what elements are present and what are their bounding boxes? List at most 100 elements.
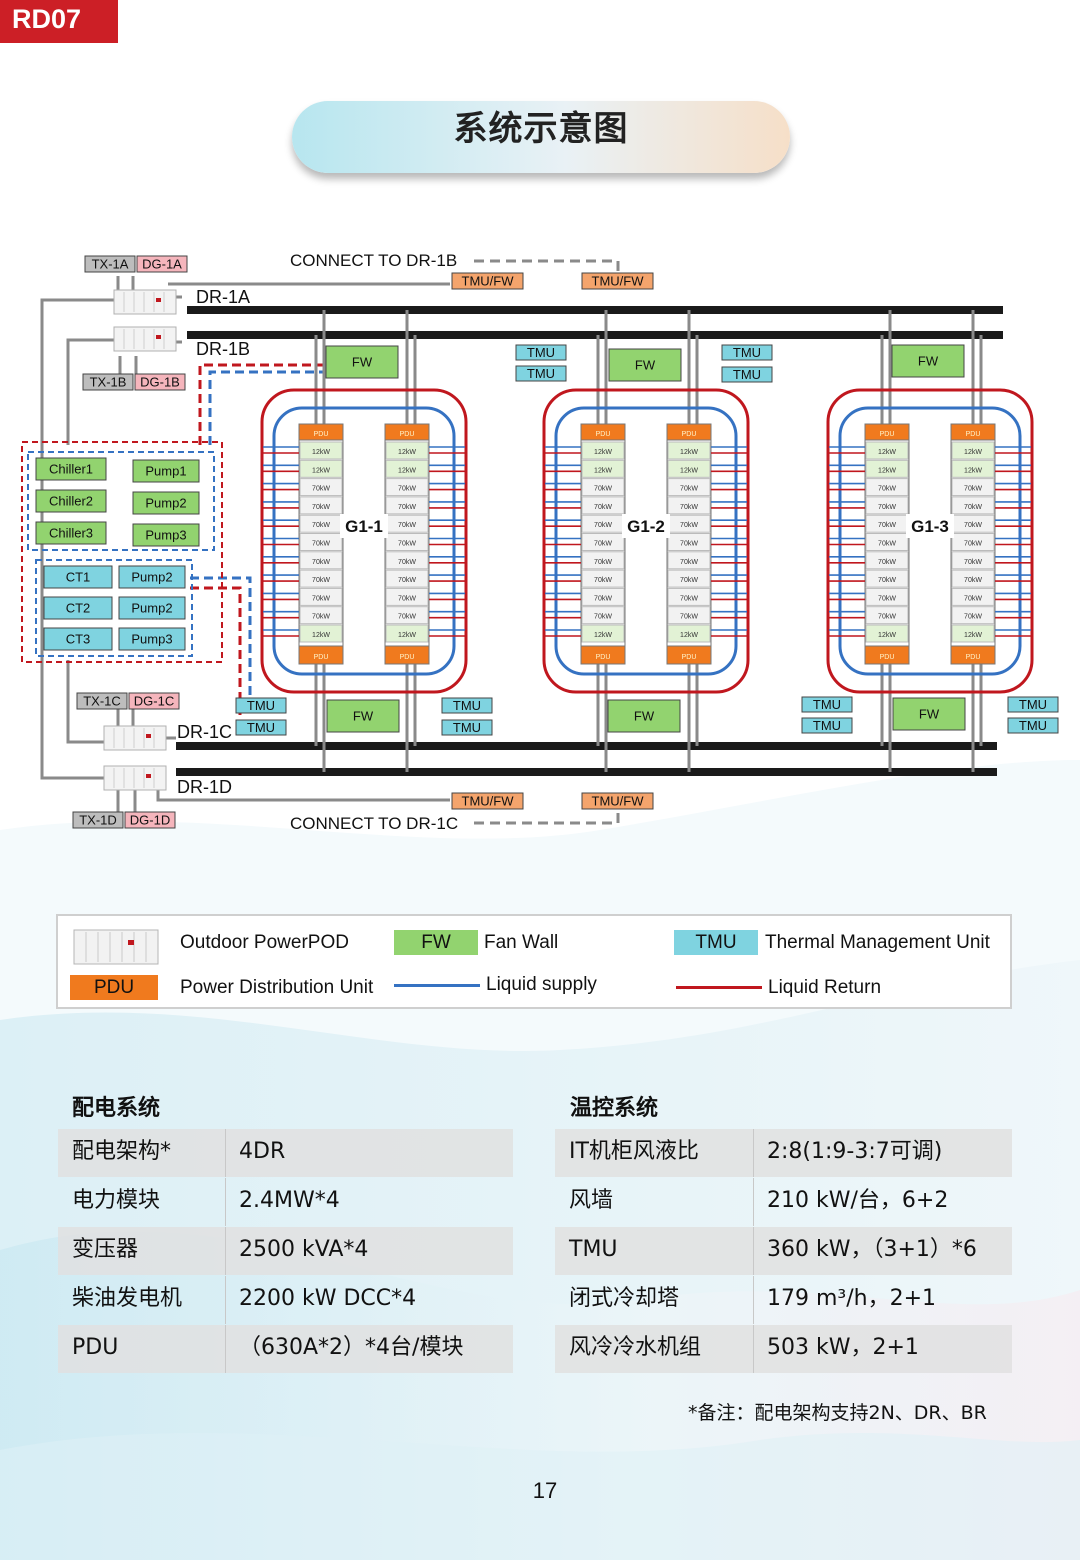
rack-cell-label: 70kW: [594, 541, 612, 548]
pdu-cell-label: PDU: [400, 654, 415, 661]
rack-cell: [951, 478, 995, 497]
row-divider: [753, 1276, 754, 1324]
power-row: PDU（630A*2）*4台/模块: [58, 1325, 513, 1373]
powerpod-icon: [113, 289, 177, 315]
pdu-cell-label: PDU: [400, 431, 415, 438]
dg-tag: [134, 373, 186, 391]
pdu-cell: [298, 645, 344, 665]
rack-cell-label: 70kW: [398, 595, 416, 602]
row-divider: [225, 1325, 226, 1373]
rack-cell-label: 70kW: [312, 541, 330, 548]
tmu-box: [1007, 696, 1059, 713]
power-row-label: 电力模块: [72, 1188, 161, 1213]
rack-cell-label: 70kW: [878, 577, 896, 584]
ct-pump-box-label: Pump2: [131, 570, 172, 585]
rack-cell-label: 12kW: [964, 467, 982, 474]
rack-cell-label: 70kW: [964, 504, 982, 511]
row-divider: [225, 1178, 226, 1226]
power-row-value: 2200 kW DCC*4: [239, 1286, 417, 1311]
tx-tag-label: TX-1D: [79, 813, 117, 828]
rack-cell: [581, 587, 625, 606]
rack-cell: [299, 533, 343, 551]
fan-wall-top: [608, 348, 682, 382]
legend-return-line: [676, 986, 762, 989]
rack-cell: [951, 533, 995, 551]
rack-cell: [667, 551, 711, 570]
legend-supply-label: Liquid supply: [486, 974, 597, 995]
power-row-label: 配电架构*: [72, 1139, 172, 1164]
rack-cell-label: 70kW: [878, 522, 896, 529]
chiller-box-label: Chiller1: [49, 462, 93, 477]
thermal-row-value: 179 m³/h，2+1: [767, 1286, 937, 1311]
group-label: G1-1: [345, 517, 383, 536]
rack-cell-label: 70kW: [878, 559, 896, 566]
thermal-row-value: 503 kW，2+1: [767, 1335, 919, 1360]
ct-pump-box-label: Pump3: [131, 632, 172, 647]
rack-cell-label: 12kW: [680, 449, 698, 456]
rack-cell-label: 70kW: [398, 504, 416, 511]
ct-box: [43, 565, 113, 589]
rack-cell: [581, 569, 625, 588]
rack-column: PDU12kW12kW70kW70kW70kW70kW70kW70kW70kW7…: [545, 423, 626, 665]
rack-cell-label: 70kW: [680, 577, 698, 584]
fan-wall-bottom: [326, 699, 400, 733]
legend-tmu-label: Thermal Management Unit: [765, 932, 990, 953]
tmu-box: [235, 697, 287, 714]
tmu-box-label: TMU: [453, 720, 481, 735]
pdu-cell: [864, 645, 910, 665]
rack-cell-label: 12kW: [878, 467, 896, 474]
rack-cell-label: 12kW: [878, 449, 896, 456]
rack-cell-label: 70kW: [964, 541, 982, 548]
dg-tag-label: DG-1A: [142, 257, 182, 272]
tmu-box-label: TMU: [453, 698, 481, 713]
row-divider: [753, 1129, 754, 1177]
rack-column: PDU12kW12kW70kW70kW70kW70kW70kW70kW70kW7…: [950, 423, 1031, 665]
chiller-box: [35, 457, 107, 481]
tx-tag-label: TX-1C: [83, 694, 121, 709]
rack-cell: [865, 441, 909, 460]
connect-bottom-label: CONNECT TO DR-1C: [290, 814, 458, 833]
dg-tag: [128, 692, 180, 710]
rack-cell: [385, 496, 429, 515]
rack-cell-label: 70kW: [398, 577, 416, 584]
fan-wall-bottom-label: FW: [353, 709, 374, 724]
tmu-fw-tag-label: TMU/FW: [462, 274, 515, 289]
dr-label: DR-1B: [196, 339, 250, 359]
pdu-cell: [580, 423, 626, 441]
rack-cell-label: 12kW: [312, 467, 330, 474]
tx-tag: [76, 692, 128, 710]
rack-cell: [581, 478, 625, 497]
rack-cell: [951, 551, 995, 570]
rack-cell: [299, 459, 343, 478]
cooling-group: PDU12kW12kW70kW70kW70kW70kW70kW70kW70kW7…: [260, 310, 468, 772]
rack-cell: [951, 441, 995, 460]
legend-pdu-label: Power Distribution Unit: [180, 977, 374, 998]
chiller-box: [35, 521, 107, 545]
row-divider: [753, 1227, 754, 1275]
row-divider: [753, 1325, 754, 1373]
cooling-group: PDU12kW12kW70kW70kW70kW70kW70kW70kW70kW7…: [542, 310, 750, 772]
tmu-box-label: TMU: [527, 345, 555, 360]
tmu-box-label: TMU: [813, 697, 841, 712]
dg-tag: [136, 255, 188, 273]
pdu-cell-label: PDU: [880, 654, 895, 661]
page-number: 17: [532, 1478, 558, 1503]
tmu-box: [1007, 717, 1059, 734]
legend-tmu-swatch: TMU: [674, 930, 758, 955]
tmu-box: [801, 696, 853, 713]
ct-pump-box-label: Pump2: [131, 601, 172, 616]
rack-cell: [581, 606, 625, 625]
rack-column: PDU12kW12kW70kW70kW70kW70kW70kW70kW70kW7…: [384, 423, 465, 665]
power-row-value: 2500 kVA*4: [239, 1237, 369, 1262]
rack-cell: [667, 624, 711, 643]
return-loop: [260, 388, 468, 694]
return-loop: [542, 388, 750, 694]
power-heading: 配电系统: [72, 1096, 161, 1121]
rack-cell: [385, 459, 429, 478]
pdu-cell-label: PDU: [682, 654, 697, 661]
chiller-box-label: Chiller2: [49, 494, 93, 509]
tmu-box: [515, 365, 567, 382]
